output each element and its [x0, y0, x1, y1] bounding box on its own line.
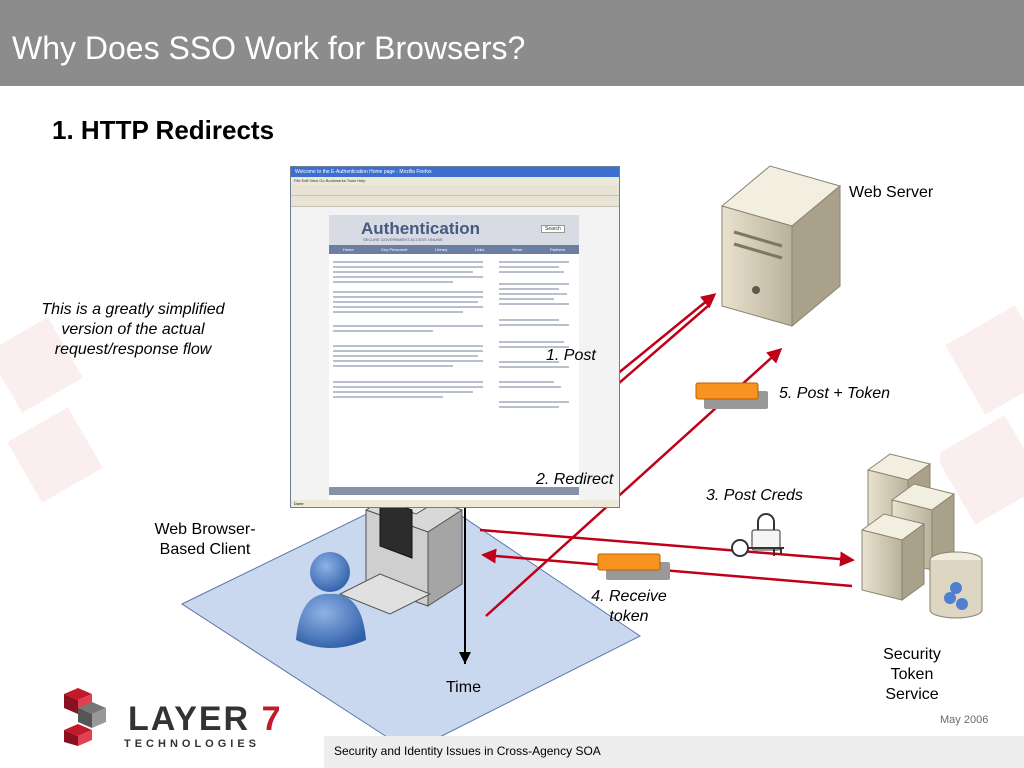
web-page: Authentication SECURE GOVERNMENT ACCESS …	[329, 215, 579, 503]
background-cube-left	[0, 317, 103, 503]
token-icon-receive	[597, 553, 670, 580]
auth-nav-library: Library	[435, 247, 448, 252]
lock-key-icon	[731, 513, 784, 557]
client-plane	[180, 487, 641, 753]
browser-menu-bar: File Edit View Go Bookmarks Tools Help	[291, 177, 619, 185]
web-server-icon	[720, 165, 842, 328]
logo-wordmark: LAYER 7	[128, 700, 283, 739]
token-icon-post	[695, 382, 768, 409]
browser-window: Welcome to the E-Authentication Home pag…	[290, 166, 620, 508]
auth-search-button: Search	[541, 225, 565, 233]
step-post-creds-label: 3. Post Creds	[706, 487, 803, 504]
auth-nav-partners: Partners	[549, 247, 566, 252]
auth-logo-text: Authentication	[361, 219, 480, 238]
layer7-logo-icon	[64, 688, 106, 746]
user-person-icon	[296, 552, 366, 648]
logo-name-number: 7	[261, 700, 283, 738]
logo-subtext: TECHNOLOGIES	[124, 738, 261, 750]
step-post-token-label: 5. Post + Token	[779, 385, 891, 402]
auth-nav-bar: Home Key Personnel Library Links News Pa…	[329, 245, 579, 254]
background-cube-right	[940, 305, 1024, 525]
slide-header: Why Does SSO Work for Browsers?	[0, 0, 1024, 86]
client-label: Web Browser-Based Client	[154, 521, 256, 558]
step-post-label: 1. Post	[546, 347, 596, 364]
sts-server-icon	[860, 453, 983, 619]
slide-title: Why Does SSO Work for Browsers?	[12, 30, 526, 66]
auth-nav-news: News	[512, 247, 523, 252]
auth-tagline: SECURE GOVERNMENT ACCESS ONLINE	[363, 237, 443, 242]
step-receive-token-label: 4. Receive token	[591, 588, 667, 625]
sts-label: Security Token Service	[883, 646, 941, 703]
slide-subtitle: 1. HTTP Redirects	[52, 115, 275, 145]
footer-text: Security and Identity Issues in Cross-Ag…	[334, 744, 601, 758]
logo-name-main: LAYER	[128, 700, 251, 738]
auth-nav-home: Home	[342, 247, 354, 252]
auth-nav-key-personnel: Key Personnel	[381, 247, 408, 252]
note-text: This is a greatly simplified version of …	[41, 301, 225, 358]
auth-header: Authentication SECURE GOVERNMENT ACCESS …	[329, 215, 579, 245]
slide-date: May 2006	[940, 714, 989, 726]
arrow-post-creds	[479, 528, 855, 567]
browser-title-bar: Welcome to the E-Authentication Home pag…	[291, 167, 619, 177]
web-server-label: Web Server	[849, 184, 934, 201]
page-text-placeholder	[329, 261, 579, 495]
auth-nav-links: Links	[475, 247, 485, 252]
step-redirect-label: 2. Redirect	[536, 471, 614, 488]
time-label: Time	[446, 679, 481, 696]
browser-address-bar	[291, 196, 619, 207]
browser-toolbar	[291, 185, 619, 196]
footer-bar	[324, 736, 1024, 768]
browser-status-bar: Done	[291, 500, 619, 507]
